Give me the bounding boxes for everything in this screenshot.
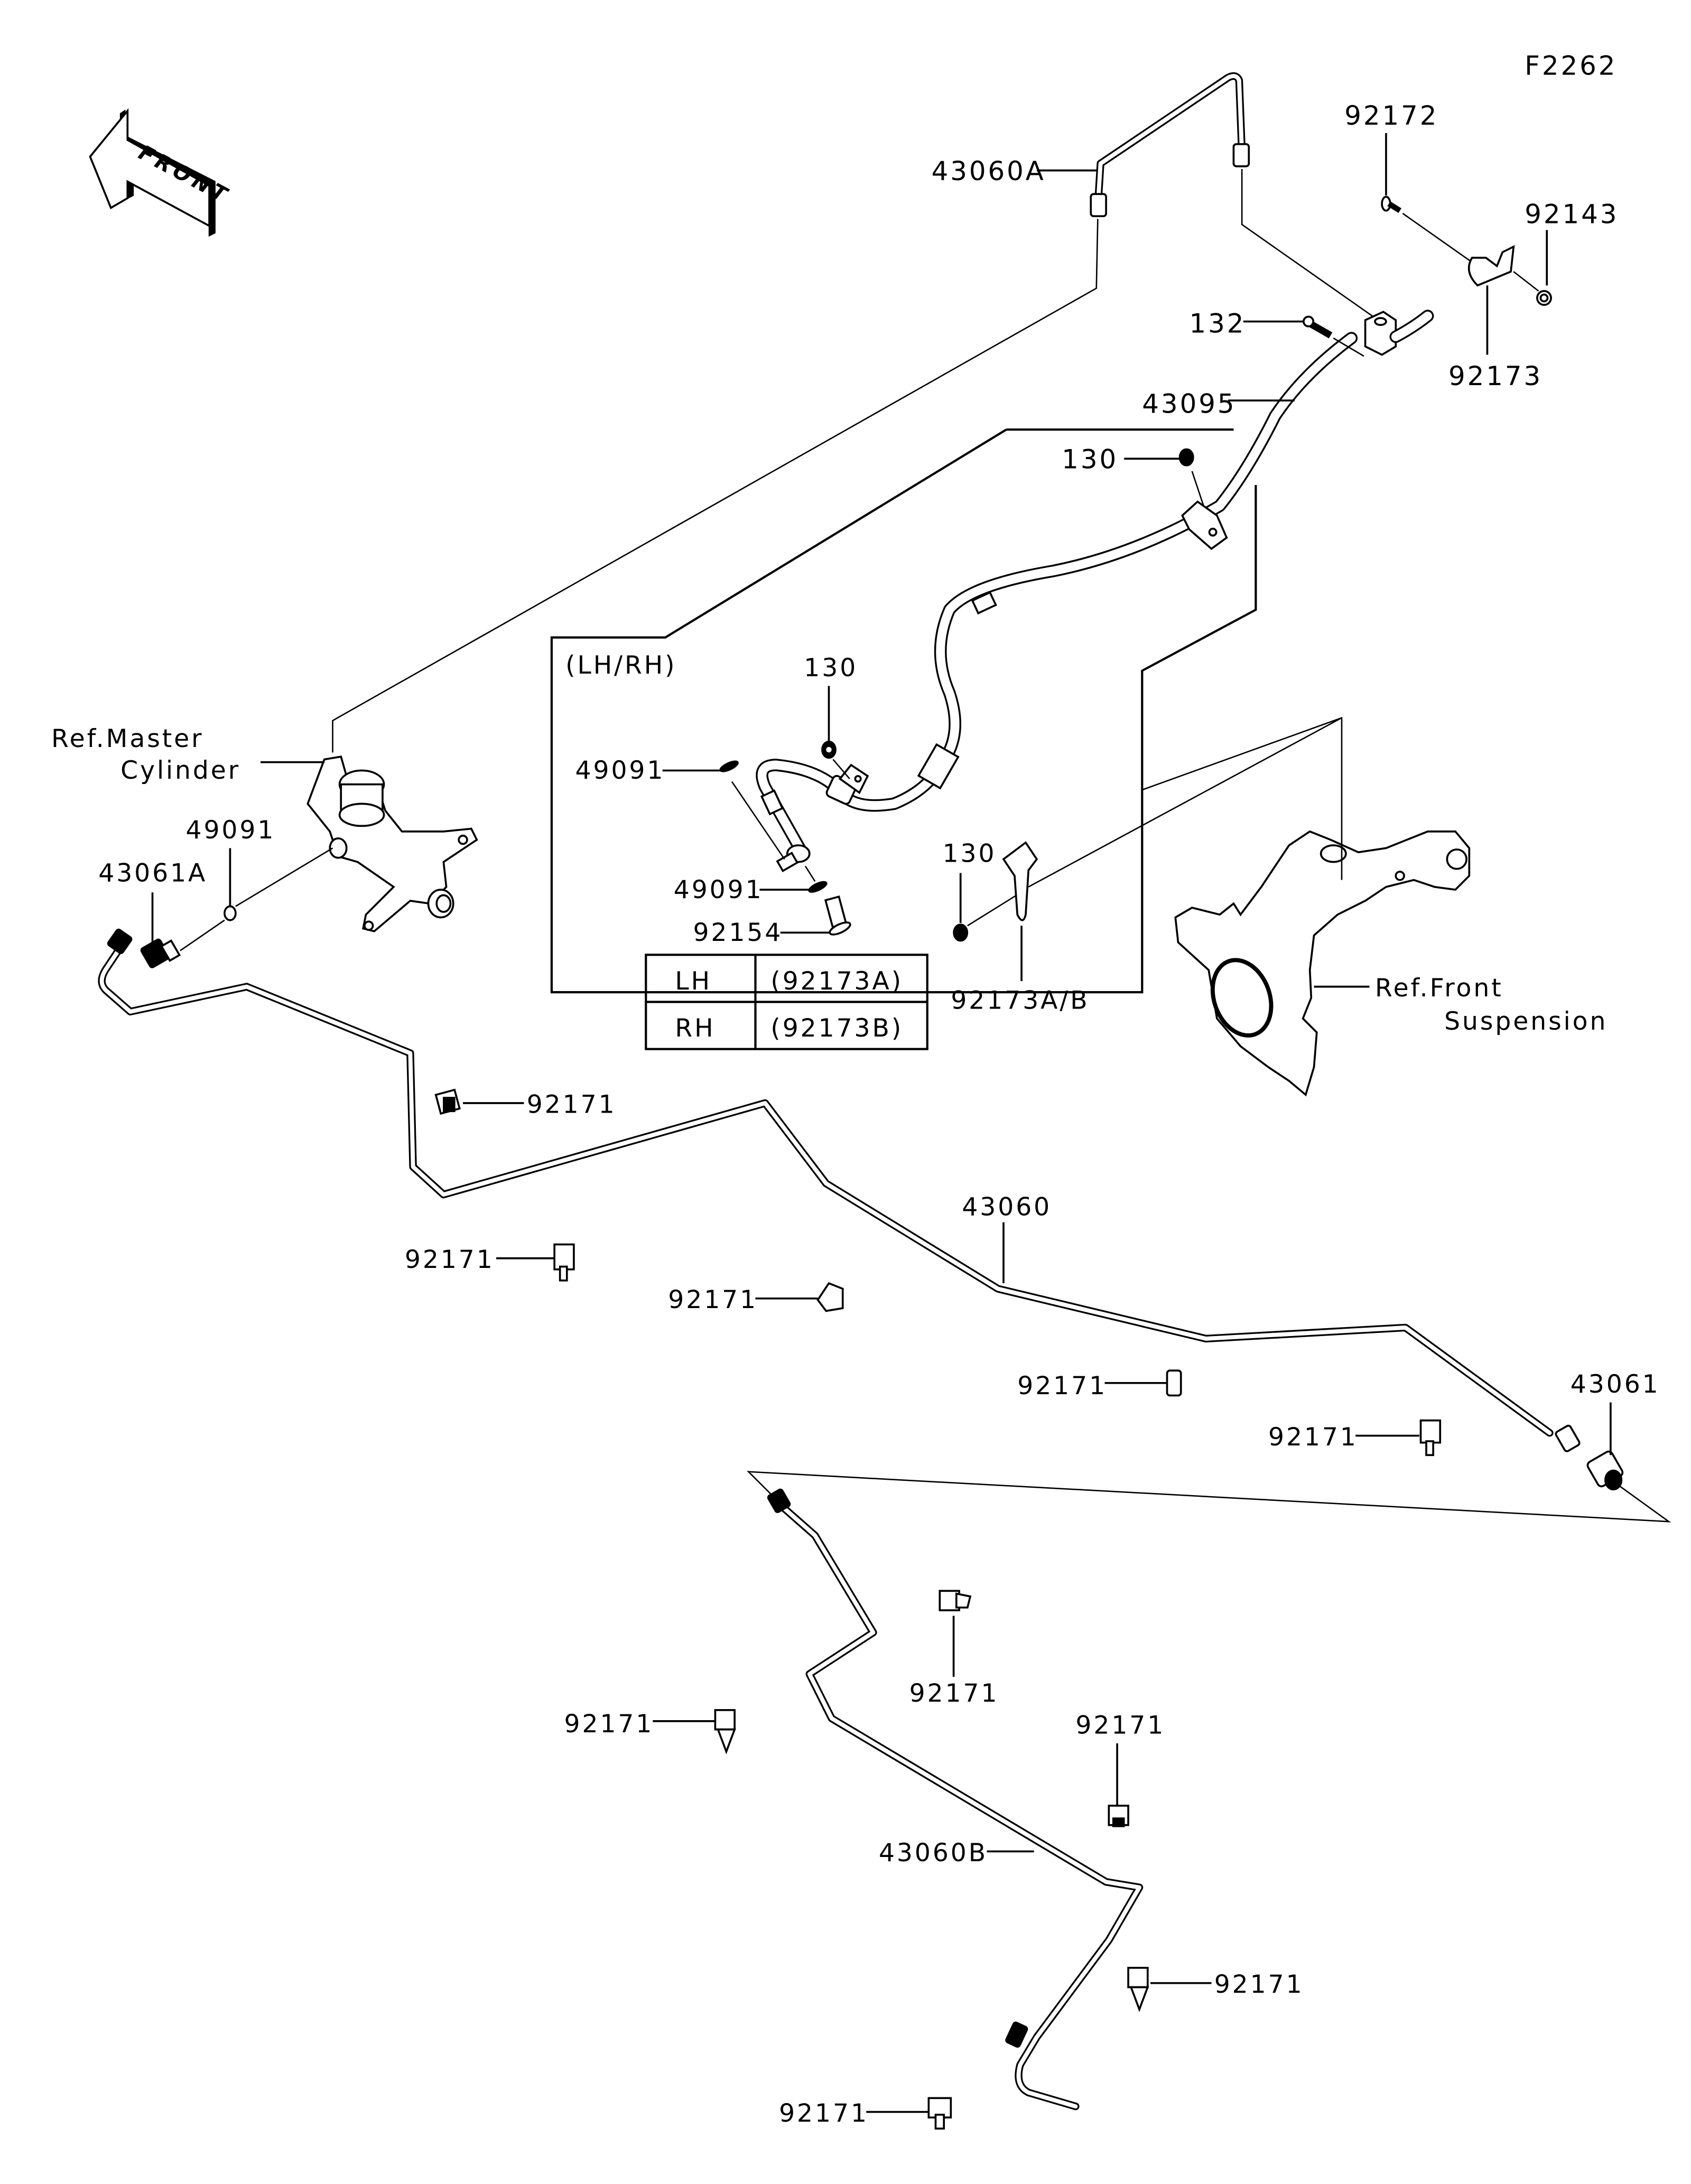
callout-43060b[interactable]: 43060B (879, 1838, 988, 1868)
callout-130-inset[interactable]: 130 (804, 654, 858, 683)
union-43061 (1586, 1450, 1624, 1491)
brake-pipe-43060b[interactable] (767, 1488, 1144, 2111)
ref-front-suspension-line2: Suspension (1444, 1007, 1608, 1036)
table-part-lh: (92173A) (770, 967, 903, 996)
callout-43061a[interactable]: 43061A (98, 858, 207, 888)
joint-block (1364, 310, 1434, 356)
callout-92171-b[interactable]: 92171 (405, 1245, 495, 1274)
callout-92171-h[interactable]: 92171 (1075, 1711, 1165, 1740)
callout-92171-f[interactable]: 92171 (909, 1679, 999, 1708)
callout-49091-master[interactable]: 49091 (185, 816, 275, 845)
table-side-rh: RH (675, 1014, 715, 1043)
clip-92171-d[interactable] (1166, 1369, 1182, 1397)
front-arrow-icon: FRONT (89, 108, 236, 237)
clip-92171-j[interactable] (927, 2097, 952, 2130)
ref-master-cylinder-line1: Ref.Master (51, 724, 203, 753)
callout-92171-e[interactable]: 92171 (1268, 1423, 1358, 1452)
guide-line-lower-pipe (747, 1471, 1671, 1523)
front-suspension-knuckle (1174, 830, 1471, 1097)
callout-92173ab[interactable]: 92173A/B (951, 986, 1089, 1015)
clip-92171-a[interactable] (434, 1088, 461, 1115)
clip-92171-e[interactable] (1419, 1419, 1442, 1457)
callout-130-top[interactable]: 130 (1062, 444, 1118, 475)
callout-92173[interactable]: 92173 (1448, 361, 1543, 391)
callout-92171-i[interactable]: 92171 (1214, 1970, 1304, 1999)
inset-frame (550, 428, 1144, 994)
callout-92171-d[interactable]: 92171 (1017, 1371, 1107, 1401)
guide-line-suspension (1141, 716, 1343, 880)
callout-49091-inset-top[interactable]: 49091 (575, 756, 665, 785)
washer-49091-inset-top (719, 760, 739, 772)
side-part-table: LH (92173A) RH (92173B) (645, 954, 928, 1050)
brake-hose-43095[interactable] (934, 332, 1358, 769)
callout-49091-inset-bottom[interactable]: 49091 (674, 875, 764, 904)
table-part-rh: (92173B) (770, 1014, 903, 1043)
callout-92171-a[interactable]: 92171 (527, 1090, 617, 1119)
clip-92171-b[interactable] (553, 1243, 575, 1282)
callout-92171-c[interactable]: 92171 (668, 1285, 758, 1314)
callout-132[interactable]: 132 (1189, 309, 1246, 339)
nut-92143 (1536, 290, 1552, 306)
figure-code: F2262 (1525, 51, 1617, 81)
brake-hose-inset[interactable] (756, 743, 960, 857)
ref-master-cylinder-line2: Cylinder (120, 756, 240, 785)
bolt-130-inset (821, 741, 837, 759)
bolt-92172 (1381, 195, 1401, 213)
brake-pipe-43060[interactable] (98, 928, 1581, 1452)
callout-92143[interactable]: 92143 (1525, 199, 1619, 229)
master-cylinder (306, 755, 478, 932)
callout-92171-j[interactable]: 92171 (779, 2099, 869, 2128)
callout-43061[interactable]: 43061 (1571, 1370, 1660, 1399)
clamp-92173[interactable] (1467, 245, 1515, 287)
guide-line-joint (1241, 169, 1387, 326)
ref-front-suspension-line1: Ref.Front (1375, 974, 1503, 1003)
callout-92171-g[interactable]: 92171 (564, 1710, 654, 1739)
guide-line-master-cylinder (332, 219, 1099, 753)
bolt-130-top (1178, 448, 1194, 466)
clip-92171-c[interactable] (816, 1282, 844, 1312)
washer-49091-master (224, 905, 237, 921)
callout-92154[interactable]: 92154 (693, 918, 783, 947)
table-side-lh: LH (675, 967, 712, 996)
clip-92171-g[interactable] (714, 1709, 736, 1754)
callout-130-inset-lower[interactable]: 130 (943, 839, 997, 869)
clip-92171-f[interactable] (939, 1590, 972, 1611)
banjo-fitting (776, 844, 811, 873)
washer-49091-inset-bottom (808, 881, 828, 893)
clip-92171-i[interactable] (1127, 1966, 1149, 2012)
callout-43060a[interactable]: 43060A (932, 156, 1046, 186)
brake-pipe-43060a[interactable] (1090, 72, 1250, 218)
callout-92172[interactable]: 92172 (1344, 100, 1438, 131)
inset-frame-right (1141, 485, 1257, 787)
bracket-92173ab[interactable] (1002, 841, 1038, 921)
union-43061a (140, 938, 181, 968)
bolt-132 (1303, 315, 1333, 339)
callout-43060[interactable]: 43060 (962, 1192, 1052, 1221)
clip-92171-h[interactable] (1108, 1805, 1129, 1827)
hose-bracket (1181, 500, 1228, 550)
bolt-130-inset-lower (953, 923, 969, 942)
inset-heading: (LH/RH) (565, 651, 676, 680)
banjo-bolt-92154 (824, 895, 851, 936)
callout-43095[interactable]: 43095 (1142, 389, 1236, 419)
